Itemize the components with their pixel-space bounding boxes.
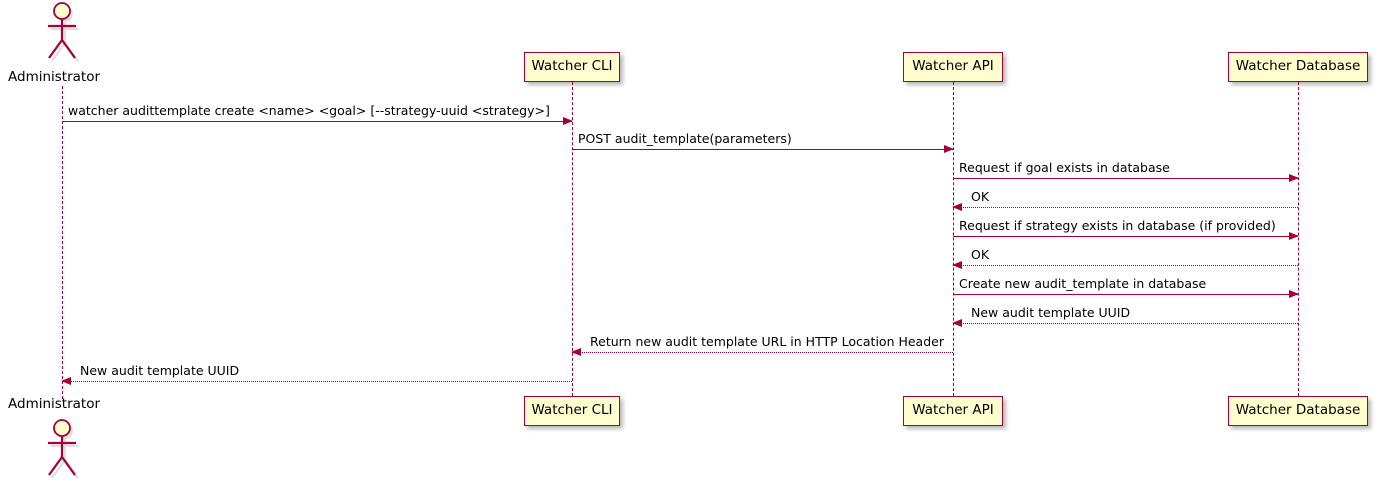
message-line [572, 149, 953, 150]
participant-box-watcher-api-top[interactable]: Watcher API [903, 52, 1003, 82]
message-line [953, 265, 1298, 266]
participant-label-watcher-cli-bottom: Watcher CLI [531, 402, 613, 419]
arrowhead-right-icon [1289, 289, 1299, 298]
message-caption: New audit template UUID [971, 304, 1131, 320]
message-line [62, 381, 572, 382]
arrowhead-left-icon [952, 318, 962, 327]
message-caption: watcher audittemplate create <name> <goa… [68, 102, 550, 118]
arrowhead-left-icon [571, 347, 581, 356]
actor-administrator-bottom [40, 419, 86, 481]
actor-label-administrator-bottom: Administrator [8, 396, 101, 412]
message-caption: OK [971, 188, 990, 204]
arrowhead-right-icon [1289, 173, 1299, 182]
lifeline-administrator [62, 86, 63, 399]
participant-label-watcher-database-top: Watcher Database [1235, 58, 1361, 75]
participant-box-watcher-cli-bottom[interactable]: Watcher CLI [524, 396, 620, 426]
participant-box-watcher-api-bottom[interactable]: Watcher API [903, 396, 1003, 426]
message-caption: Create new audit_template in database [959, 275, 1207, 291]
message-line [572, 352, 953, 353]
message-caption: Request if goal exists in database [959, 159, 1170, 175]
participant-label-watcher-api-bottom: Watcher API [912, 402, 994, 419]
actor-administrator-top [40, 2, 86, 64]
participant-label-watcher-cli-top: Watcher CLI [531, 58, 613, 75]
message-line [953, 178, 1298, 179]
arrowhead-left-icon [952, 202, 962, 211]
message-caption: New audit template UUID [80, 362, 240, 378]
message-caption: OK [971, 246, 990, 262]
message-line [953, 294, 1298, 295]
arrowhead-right-icon [1289, 231, 1299, 240]
lifeline-watcher-cli [572, 82, 573, 396]
participant-box-watcher-database-top[interactable]: Watcher Database [1228, 52, 1368, 82]
message-caption: POST audit_template(parameters) [578, 130, 792, 146]
participant-label-watcher-api-top: Watcher API [912, 58, 994, 75]
participant-box-watcher-database-bottom[interactable]: Watcher Database [1228, 396, 1368, 426]
actor-label-administrator-top: Administrator [8, 69, 101, 85]
lifeline-watcher-api [953, 82, 954, 396]
participant-label-watcher-database-bottom: Watcher Database [1235, 402, 1361, 419]
message-caption: Return new audit template URL in HTTP Lo… [590, 333, 944, 349]
message-line [62, 121, 572, 122]
arrowhead-right-icon [563, 116, 573, 125]
participant-box-watcher-cli-top[interactable]: Watcher CLI [524, 52, 620, 82]
arrowhead-left-icon [61, 376, 71, 385]
message-line [953, 236, 1298, 237]
message-line [953, 323, 1298, 324]
message-caption: Request if strategy exists in database (… [959, 217, 1276, 233]
arrowhead-left-icon [952, 260, 962, 269]
arrowhead-right-icon [944, 144, 954, 153]
message-line [953, 207, 1298, 208]
